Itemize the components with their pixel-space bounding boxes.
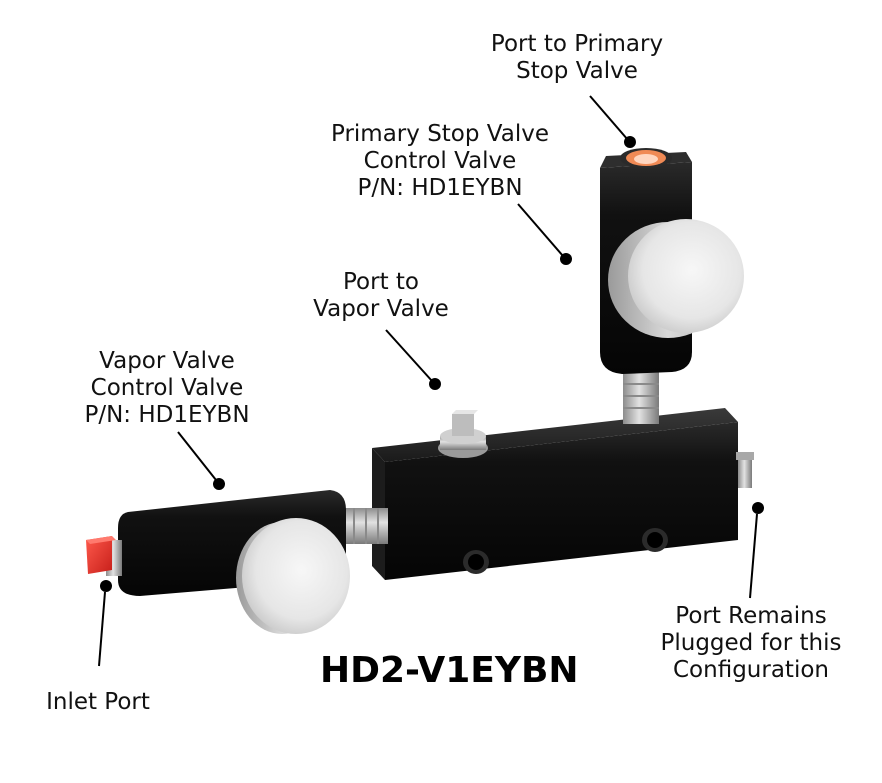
label-port-to-primary-stop-valve: Port to Primary Stop Valve — [462, 31, 692, 85]
label-line: Control Valve — [90, 375, 244, 401]
model-number: HD2-V1EYBN — [320, 650, 579, 691]
label-line: Port Remains — [675, 603, 827, 629]
manifold-block — [372, 408, 738, 580]
label-line: Control Valve — [363, 148, 517, 174]
plugged-port-fitting — [736, 452, 754, 488]
primary-valve-knob — [608, 219, 744, 338]
label-line: Port to Primary — [490, 31, 664, 57]
label-port-remains-plugged: Port Remains Plugged for this Configurat… — [640, 603, 862, 684]
label-port-to-vapor-valve: Port to Vapor Valve — [292, 269, 470, 323]
label-line: Plugged for this — [660, 630, 842, 656]
label-primary-stop-valve-control-valve: Primary Stop Valve Control Valve P/N: HD… — [302, 121, 578, 202]
label-line: Inlet Port — [46, 689, 150, 715]
vapor-valve-knob — [236, 518, 350, 634]
label-line: Configuration — [673, 657, 829, 683]
label-line: P/N: HD1EYBN — [84, 402, 250, 428]
label-line: Primary Stop Valve — [331, 121, 549, 147]
label-line: Vapor Valve — [99, 348, 235, 374]
inlet-port-cap — [86, 536, 122, 576]
label-line: Port to — [343, 269, 419, 295]
label-inlet-port: Inlet Port — [30, 689, 166, 716]
label-line: Stop Valve — [516, 58, 638, 84]
label-line: P/N: HD1EYBN — [357, 175, 523, 201]
label-vapor-valve-control-valve: Vapor Valve Control Valve P/N: HD1EYBN — [62, 348, 272, 429]
label-line: Vapor Valve — [313, 296, 449, 322]
vapor-port-fitting — [438, 410, 488, 458]
leader-lines — [98, 95, 764, 667]
